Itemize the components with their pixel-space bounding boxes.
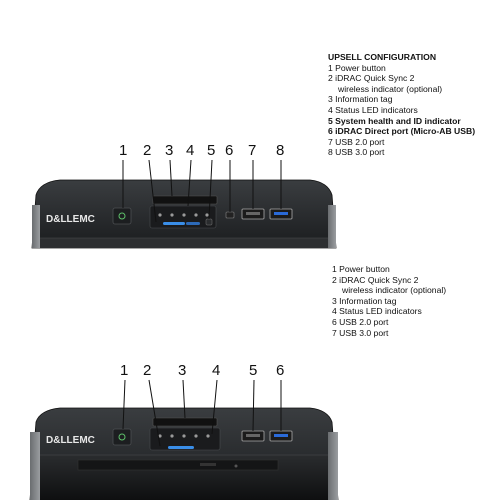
power-icon	[118, 212, 126, 220]
status-led	[194, 213, 198, 217]
callout-label: 4	[212, 362, 220, 379]
callout-label: 3	[178, 362, 186, 379]
power-icon	[118, 433, 126, 441]
status-led	[182, 213, 186, 217]
status-led	[206, 434, 210, 438]
legend-item: 7 USB 3.0 port	[332, 327, 389, 338]
callout-label: 5	[249, 362, 257, 379]
legend-item: wireless indicator (optional)	[338, 83, 443, 94]
status-led	[158, 434, 162, 438]
callout-label: 1	[120, 362, 128, 379]
information-tag[interactable]	[152, 417, 218, 427]
legend-item: 8 USB 3.0 port	[328, 147, 385, 158]
legend-item: 3 Information tag	[332, 295, 397, 306]
status-led	[205, 213, 209, 217]
top-callouts: 1 2 3 4 5 6 7 8	[119, 142, 284, 159]
callout-label: 1	[119, 142, 127, 159]
status-led-panel	[149, 427, 221, 451]
legend-item: wireless indicator (optional)	[342, 285, 447, 296]
system-health-indicator	[186, 222, 200, 225]
top-server-panel: D&LLEMC	[31, 179, 337, 249]
legend-item: 6 iDRAC Direct port (Micro-AB USB)	[328, 126, 476, 137]
status-led	[170, 213, 174, 217]
status-led	[170, 434, 174, 438]
bottom-callouts: 1 2 3 4 5 6	[120, 362, 284, 379]
legend-item: 4 Status LED indicators	[328, 104, 418, 115]
legend-item: 1 Power button	[332, 264, 390, 274]
power-button[interactable]	[112, 207, 132, 225]
status-led	[194, 434, 198, 438]
legend-item: 2 iDRAC Quick Sync 2	[332, 274, 419, 285]
optical-drive	[77, 459, 279, 471]
dell-emc-logo: D&LLEMC	[46, 214, 95, 225]
callout-label: 6	[225, 142, 233, 159]
bottom-server-panel: D&LLEMC	[29, 407, 339, 500]
callout-label: 3	[165, 142, 173, 159]
legend-item: 4 Status LED indicators	[332, 306, 422, 317]
quick-sync-indicator	[168, 446, 194, 449]
system-id-button[interactable]	[205, 218, 213, 226]
status-led	[158, 213, 162, 217]
callout-label: 7	[248, 142, 256, 159]
callout-label: 2	[143, 362, 151, 379]
legend-item: 3 Information tag	[328, 94, 393, 105]
callout-label: 8	[276, 142, 284, 159]
legend-item: 7 USB 2.0 port	[328, 136, 385, 147]
legend-item: 2 iDRAC Quick Sync 2	[328, 73, 415, 84]
legend-item: 1 Power button	[328, 62, 386, 73]
callout-label: 2	[143, 142, 151, 159]
legend-title: UPSELL CONFIGURATION	[328, 52, 437, 62]
top-callout-lines	[122, 159, 282, 223]
power-button[interactable]	[112, 428, 132, 446]
callout-label: 5	[207, 142, 215, 159]
bottom-callout-lines	[122, 379, 282, 447]
callout-label: 6	[276, 362, 284, 379]
idrac-direct-port[interactable]	[225, 211, 235, 219]
quick-sync-indicator	[163, 222, 185, 225]
dell-emc-logo: D&LLEMC	[46, 435, 95, 446]
legend-item: 6 USB 2.0 port	[332, 316, 389, 327]
status-led	[182, 434, 186, 438]
legend-item: 5 System health and ID indicator	[328, 115, 461, 126]
callout-label: 4	[186, 142, 194, 159]
information-tag[interactable]	[152, 195, 218, 205]
